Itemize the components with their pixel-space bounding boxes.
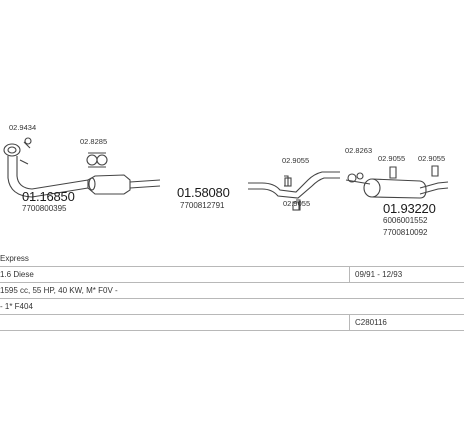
part-1-oem: 7700800395 bbox=[22, 204, 67, 213]
engine-specs: 1595 cc, 55 HP, 40 KW, M* F0V - bbox=[0, 286, 118, 295]
center-pipe-drawing bbox=[248, 171, 340, 211]
clamp-4a-code: 02.9055 bbox=[282, 156, 310, 165]
rear-silencer-drawing bbox=[345, 165, 449, 199]
front-pipe-drawing bbox=[3, 137, 89, 198]
engine-type: 1.6 Diese bbox=[0, 270, 34, 279]
catalog-code: C280116 bbox=[355, 318, 387, 327]
date-range: 09/91 - 12/93 bbox=[355, 270, 403, 279]
part-5-oem-1: 6006001552 bbox=[383, 216, 428, 225]
part-1-ref: 01.16850 bbox=[22, 189, 75, 204]
column-divider bbox=[349, 266, 350, 282]
clamp-4b-code: 02.9055 bbox=[283, 199, 311, 208]
clamp-1-code: 02.9434 bbox=[9, 123, 37, 132]
catalyst-drawing bbox=[87, 174, 161, 195]
info-row-3: 1595 cc, 55 HP, 40 KW, M* F0V - bbox=[0, 282, 464, 299]
info-row-2: 1.6 Diese 09/91 - 12/93 bbox=[0, 266, 464, 283]
exhaust-diagram: 02.9434 01.16850 7700800395 02.8285 01.5… bbox=[3, 123, 449, 237]
info-row-5: C280116 bbox=[0, 314, 464, 331]
clamp-5b-code: 02.9055 bbox=[378, 154, 406, 163]
clamp-2-drawing bbox=[86, 152, 108, 168]
part-3-ref: 01.58080 bbox=[177, 185, 230, 200]
info-row-4: - 1* F404 bbox=[0, 298, 464, 315]
info-row-1: Express bbox=[0, 250, 464, 267]
clamp-5c-code: 02.9055 bbox=[418, 154, 446, 163]
part-3-oem: 7700812791 bbox=[180, 201, 225, 210]
clamp-5a-code: 02.8263 bbox=[345, 146, 373, 155]
engine-code: - 1* F404 bbox=[0, 302, 33, 311]
exhaust-drawing bbox=[3, 137, 449, 211]
column-divider bbox=[349, 314, 350, 330]
part-5-ref: 01.93220 bbox=[383, 201, 436, 216]
part-5-oem-2: 7700810092 bbox=[383, 228, 428, 237]
clamp-2-code: 02.8285 bbox=[80, 137, 108, 146]
model-name: Express bbox=[0, 254, 29, 263]
